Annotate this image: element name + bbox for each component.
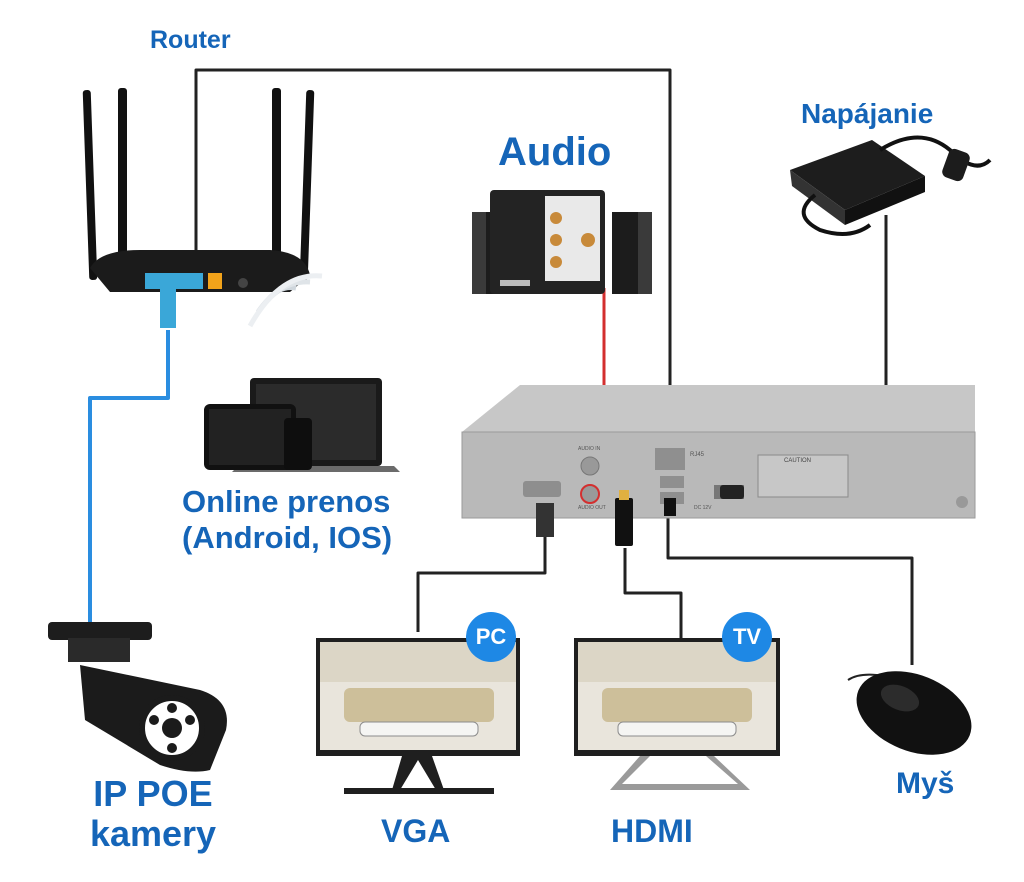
vga-cable [416, 535, 547, 632]
mouse-icon [847, 671, 972, 755]
audio-label: Audio [498, 130, 612, 174]
nvr-recorder [461, 385, 976, 519]
nvr-dc-label: DC 12V [694, 505, 712, 511]
nvr-caution-label: CAUTION [784, 458, 811, 464]
tv-monitor [574, 638, 780, 790]
tv-badge: TV [722, 612, 772, 662]
pc-badge: PC [466, 612, 516, 662]
hdmi-cable [623, 548, 683, 640]
mouse-label: Myš [896, 767, 955, 800]
nvr-audio-in-label: AUDIO IN [578, 446, 601, 452]
hdmi-label: HDMI [611, 813, 693, 849]
connectors [536, 485, 744, 546]
pc-monitor [316, 638, 520, 794]
camera-icon [48, 622, 227, 772]
nvr-rj45-label: RJ45 [690, 452, 705, 458]
router-label: Router [150, 26, 231, 54]
camera-label-line1: IP POE [93, 773, 213, 814]
power-adapter-icon [790, 135, 992, 236]
online-label-line2: (Android, IOS) [182, 520, 393, 555]
speakers-icon [472, 190, 652, 294]
router-icon [82, 88, 323, 328]
nvr-audio-out-label: AUDIO OUT [578, 505, 606, 511]
lan-cable [194, 68, 672, 455]
mouse-cable [666, 515, 914, 665]
vga-label: VGA [381, 813, 451, 849]
poe-cable [88, 330, 170, 625]
devices-icon [204, 378, 400, 472]
power-label: Napájanie [801, 98, 934, 129]
camera-label-line2: kamery [89, 813, 217, 854]
online-label-line1: Online prenos [182, 484, 391, 519]
